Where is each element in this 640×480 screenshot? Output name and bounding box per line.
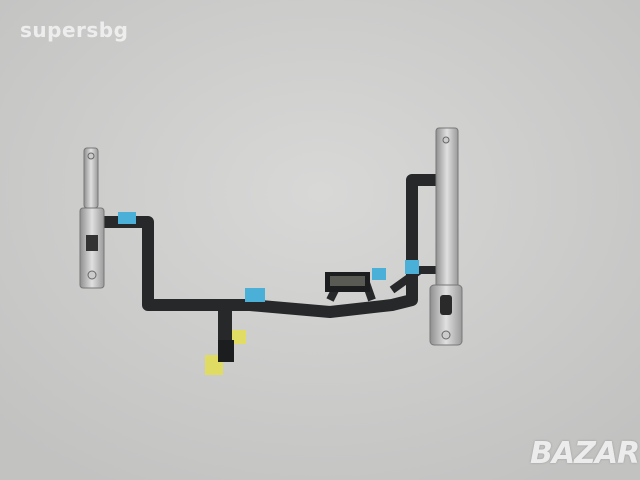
- blue-tabs: [118, 212, 419, 302]
- right-bracket: [429, 127, 463, 346]
- watermark: supersbg: [20, 18, 129, 42]
- left-bracket: [79, 147, 105, 289]
- bazar-logo: BAZAR: [530, 436, 640, 471]
